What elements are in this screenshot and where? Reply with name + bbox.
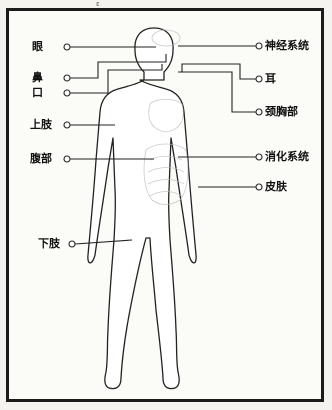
label-digestive-system: 消化系统 — [265, 151, 309, 163]
label-abdomen: 腹部 — [30, 153, 52, 165]
label-ear: 耳 — [265, 73, 276, 85]
label-lower-limb: 下肢 — [38, 238, 60, 250]
label-eye: 眼 — [32, 41, 43, 53]
body-outline — [88, 28, 196, 389]
right-leaders — [178, 43, 262, 190]
label-skin: 皮肤 — [265, 181, 287, 193]
label-nose: 鼻 — [32, 72, 43, 84]
label-mouth: 口 — [32, 87, 43, 99]
label-upper-limb: 上肢 — [30, 119, 52, 131]
label-neck: 颈胸部 — [265, 106, 298, 118]
label-nervous-system: 神经系统 — [265, 40, 309, 52]
